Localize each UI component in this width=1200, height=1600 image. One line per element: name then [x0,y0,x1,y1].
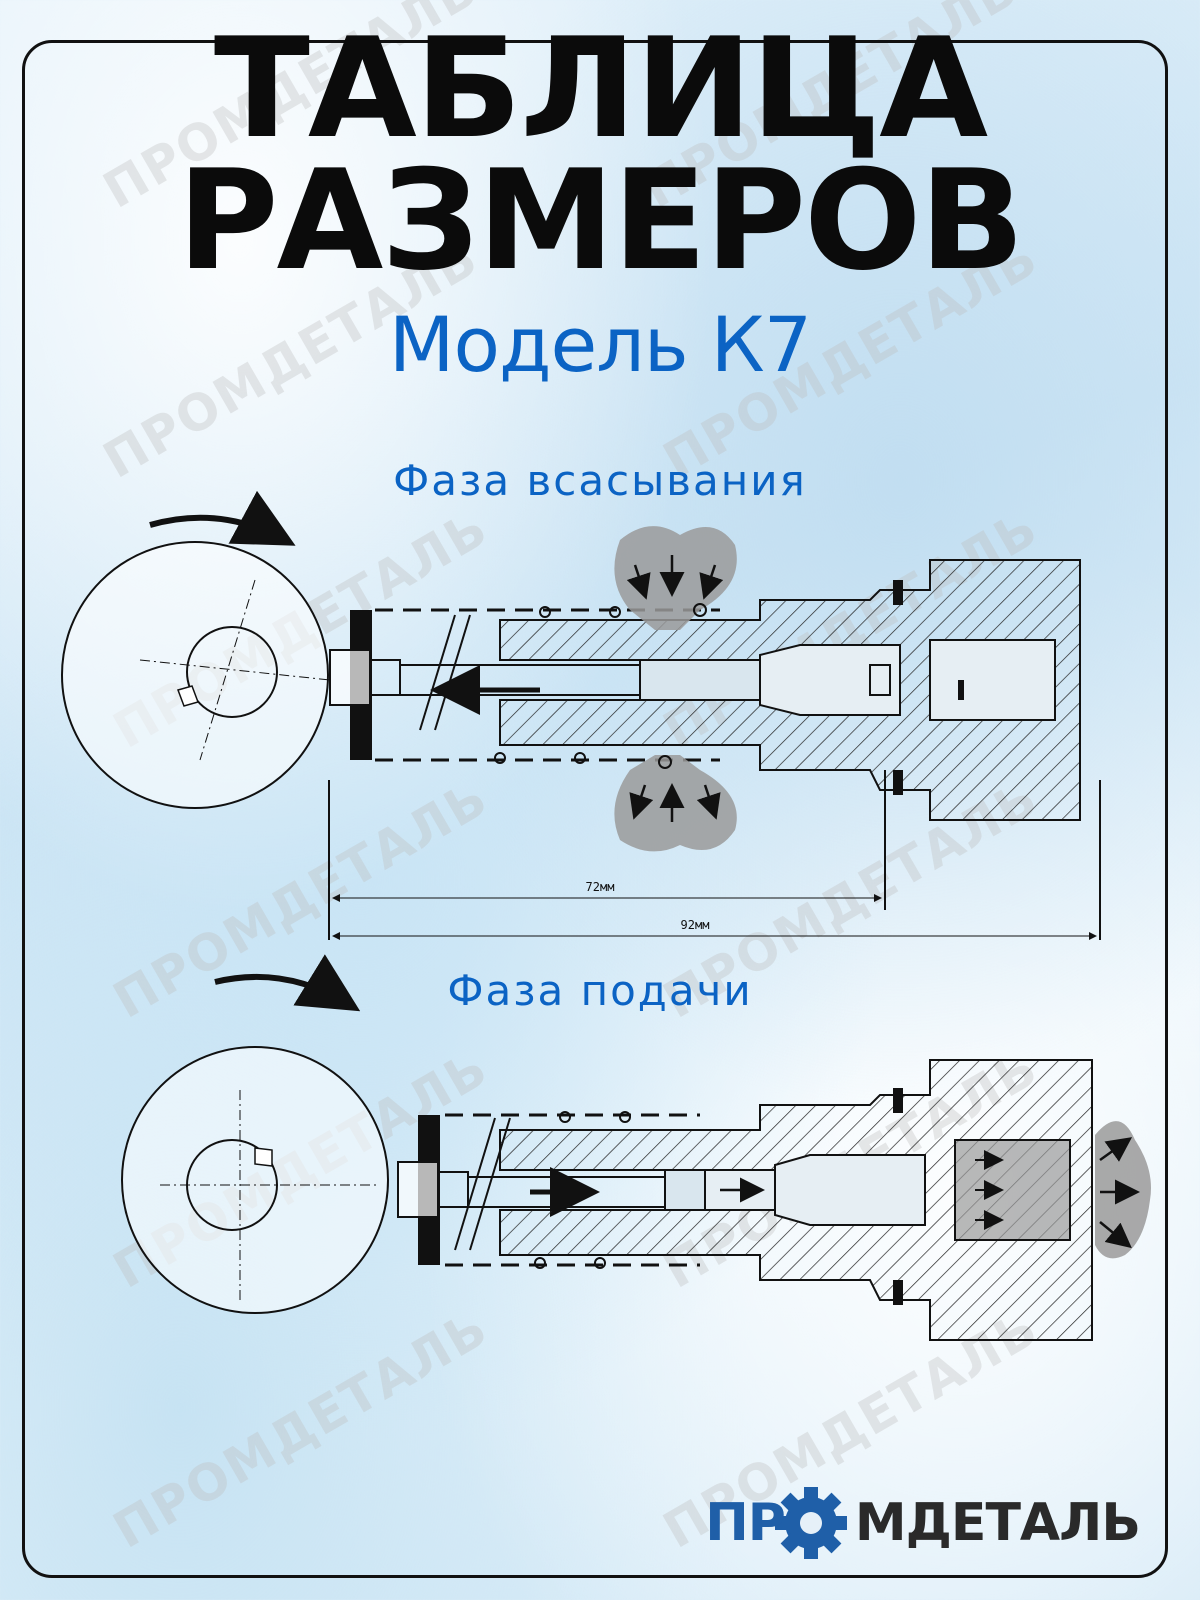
delivery-diagram [121,954,1151,1341]
rotation-arrow-icon [214,954,361,1012]
rotation-arrow-icon [149,490,296,546]
delivery-phase-label: Фаза подачи [447,966,753,1015]
logo-gear-icon [775,1487,847,1559]
brand-logo: ПР МДЕТАЛЬ [705,1488,1141,1558]
cam-disc [121,1046,389,1314]
shaft-circle [186,626,278,718]
inlet-fluid-top [614,526,737,630]
title-line-2: РАЗМЕРОВ [177,140,1024,301]
suction-diagram [61,490,1101,940]
suction-phase-label: Фаза всасывания [393,456,807,505]
outlet-fluid [1095,1121,1151,1259]
inlet-fluid-bottom [614,755,737,852]
model-label: Модель К7 [388,300,812,389]
dimension-label-92: 92мм [680,918,710,932]
logo-text-part2: МДЕТАЛЬ [854,1493,1141,1553]
plunger-head [329,649,371,706]
content-frame [22,40,1168,1578]
logo-gear-spacer [787,1490,853,1556]
logo-text-part1: ПР [705,1493,786,1553]
cam-disc [61,541,329,809]
dimension-lines [328,770,1101,940]
plunger-head [397,1161,439,1218]
title-line-1: ТАБЛИЦА [213,8,988,169]
dimension-label-72: 72мм [585,880,615,894]
